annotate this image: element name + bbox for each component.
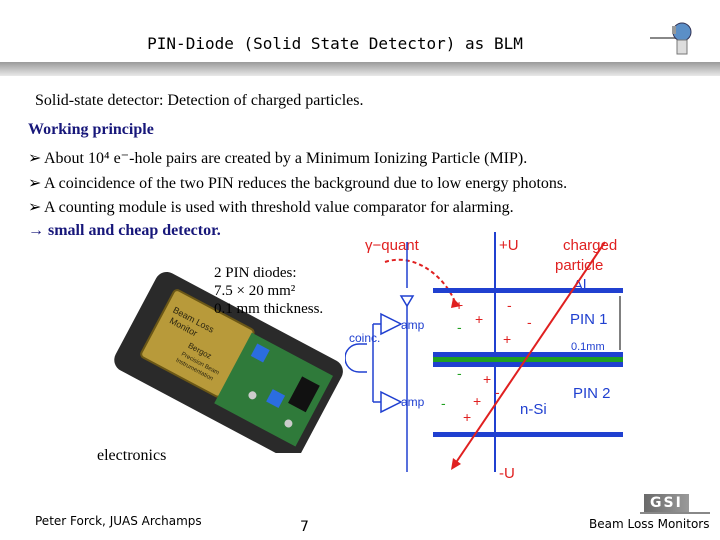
gsi-mascot-icon <box>650 22 692 55</box>
pin-detector-diagram: γ−quant +U -U charged particle Al PIN 1 … <box>345 232 623 482</box>
arrow-bullet-icon: ➢ <box>28 150 42 167</box>
section-heading: Working principle <box>28 121 154 138</box>
minus-u-label: -U <box>499 465 515 482</box>
nsi-label: n-Si <box>520 401 547 418</box>
svg-text:-: - <box>527 314 532 330</box>
particle-label: particle <box>555 257 603 274</box>
particle-track <box>454 241 606 465</box>
al-label: Al <box>573 277 586 294</box>
title-bar <box>0 28 720 62</box>
gamma-path <box>384 258 456 303</box>
amp2-label: amp <box>401 395 425 409</box>
svg-text:-: - <box>507 297 512 313</box>
page-number: 7 <box>300 519 309 535</box>
thickness-label: 0.1mm <box>571 341 605 353</box>
arrow-bullet-icon: ➢ <box>28 199 42 216</box>
svg-text:+: + <box>475 311 483 327</box>
plus-u-label: +U <box>499 237 519 254</box>
svg-text:+: + <box>473 393 481 409</box>
pin1-label: PIN 1 <box>570 311 608 328</box>
header-divider <box>0 62 720 76</box>
arrow-bullet-icon: ➢ <box>28 175 42 192</box>
pin2-label: PIN 2 <box>573 385 611 402</box>
svg-text:-: - <box>441 395 446 411</box>
svg-text:+: + <box>455 297 463 313</box>
page-title: PIN-Diode (Solid State Detector) as BLM <box>147 34 523 53</box>
svg-text:+: + <box>463 409 471 425</box>
electronics-photo: Beam Loss Monitor Bergoz Precision Beam … <box>114 271 343 453</box>
bullet-item: ➢A counting module is used with threshol… <box>28 199 514 216</box>
svg-text:-: - <box>495 384 500 400</box>
footer-divider <box>640 512 710 514</box>
coinc-label: coinc. <box>349 331 380 345</box>
footer-author: Peter Forck, JUAS Archamps <box>35 514 202 528</box>
electronics-caption: electronics <box>97 447 167 464</box>
charged-label: charged <box>563 237 617 254</box>
bullet-item: ➢About 10⁴ e⁻-hole pairs are created by … <box>28 150 528 167</box>
pin-diode-note: 2 PIN diodes: 7.5 × 20 mm² 0.1 mm thickn… <box>214 265 324 317</box>
svg-text:-: - <box>457 319 462 335</box>
subtitle: Solid-state detector: Detection of charg… <box>35 92 364 109</box>
bullet-item: ➢A coincidence of the two PIN reduces th… <box>28 175 568 192</box>
gamma-label: γ−quant <box>365 237 420 254</box>
svg-text:+: + <box>483 371 491 387</box>
gsi-logo: GSI <box>644 494 689 512</box>
svg-text:-: - <box>457 365 462 381</box>
amp1-label: amp <box>401 318 425 332</box>
result-line: → small and cheap detector. <box>28 222 221 239</box>
footer-topic: Beam Loss Monitors <box>589 517 710 531</box>
svg-text:+: + <box>503 331 511 347</box>
